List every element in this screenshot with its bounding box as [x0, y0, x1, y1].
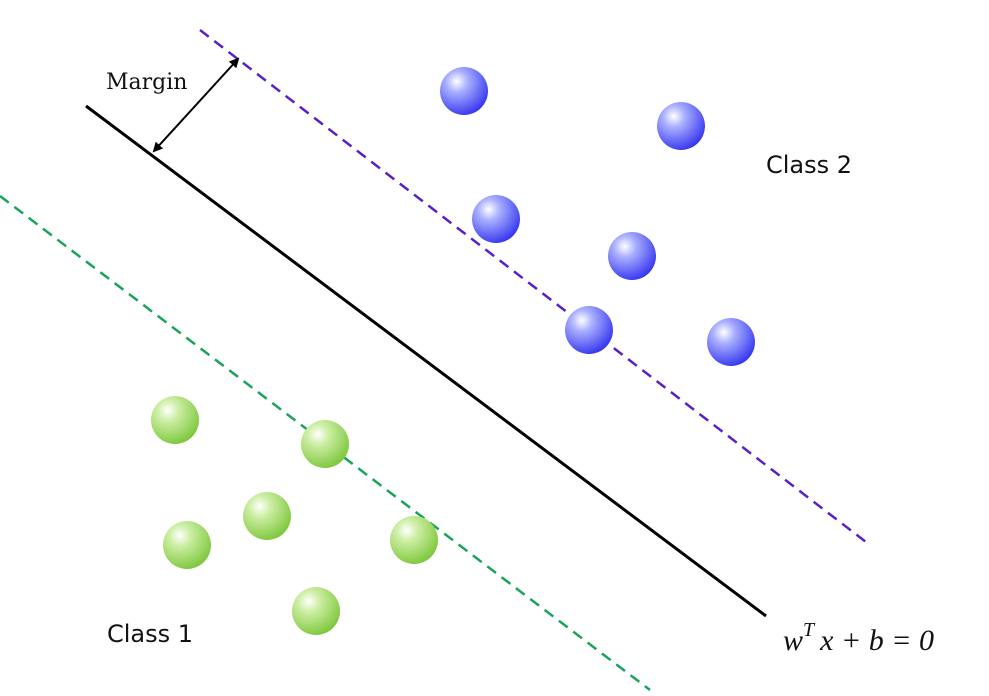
margin-arrow: [152, 57, 240, 153]
equation-superscript: T: [803, 619, 816, 641]
class1-points: [151, 396, 438, 635]
class1-point: [292, 587, 340, 635]
class2-point: [707, 318, 755, 366]
class2-point: [657, 102, 705, 150]
equation-rest: x + b = 0: [819, 624, 934, 657]
class2-point: [472, 195, 520, 243]
equation-w: w: [783, 624, 803, 657]
class2-label: Class 2: [766, 151, 852, 179]
class1-point: [163, 521, 211, 569]
class2-point: [608, 232, 656, 280]
class1-point: [390, 516, 438, 564]
class1-point: [301, 420, 349, 468]
class1-point: [243, 492, 291, 540]
class2-points: [440, 67, 755, 366]
class2-margin-line: [199, 29, 867, 543]
margin-label: Margin: [106, 70, 187, 95]
class1-margin-line: [0, 195, 651, 691]
hyperplane-line: [85, 104, 767, 618]
class1-point: [151, 396, 199, 444]
class2-point: [440, 67, 488, 115]
class2-point: [565, 306, 613, 354]
class1-label: Class 1: [107, 620, 193, 648]
